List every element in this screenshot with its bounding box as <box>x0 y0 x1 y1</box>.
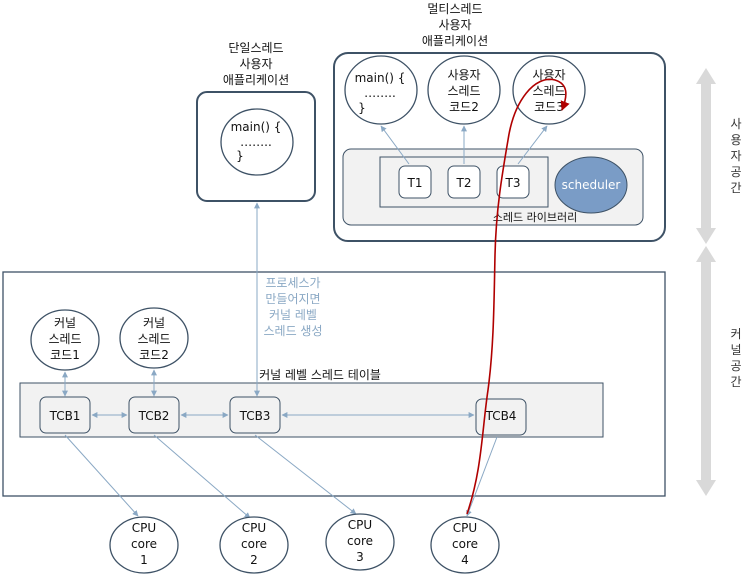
single-thread-app-title: 단일스레드 사용자 애플리케이션 <box>223 41 289 87</box>
svg-text:멀티스레드: 멀티스레드 <box>427 2 482 16</box>
cpu-core3 <box>325 513 395 571</box>
arrow-t1-main <box>380 125 410 165</box>
kernel-space-label: 커 널 공 간 <box>730 327 741 389</box>
cpu-core3-line: CPU <box>348 518 372 532</box>
arrow-tcb3-cpu3 <box>254 434 357 515</box>
tcb4-box <box>475 398 527 436</box>
cpu-core2-line: core <box>241 537 267 551</box>
kernel-space-char: 커 <box>730 327 741 341</box>
svg-text:스레드 생성: 스레드 생성 <box>263 324 322 338</box>
svg-text:커널 레벨: 커널 레벨 <box>269 308 317 322</box>
tcb3-box <box>229 396 281 434</box>
tcb3-label: TCB3 <box>239 409 271 423</box>
cpu-core3-line: core <box>347 534 373 548</box>
multi-thread-app-title: 멀티스레드 사용자 애플리케이션 <box>422 2 488 48</box>
thread-t3-box <box>496 165 530 199</box>
cpu-core4-line: CPU <box>453 521 477 535</box>
svg-text:애플리케이션: 애플리케이션 <box>422 34 488 48</box>
user-space-label: 사 용 자 공 간 <box>730 117 741 195</box>
red-execution-path <box>466 78 570 515</box>
user-thread-code3-line: 사용자 <box>532 68 565 82</box>
kernel-space-arrow <box>696 246 716 496</box>
kernel-thread-table-label: 커널 레벨 스레드 테이블 <box>259 368 381 382</box>
user-space-char: 사 <box>730 117 741 131</box>
kernel-thread-code1-bubble <box>30 309 100 371</box>
cpu-core1 <box>109 516 179 574</box>
user-thread-code2-line: 스레드 <box>447 84 480 98</box>
kernel-space-char: 널 <box>730 343 741 357</box>
arrow-t3-code3 <box>517 125 548 165</box>
kernel-thread-code2-bubble <box>119 307 189 369</box>
cpu-core1-line: core <box>131 537 157 551</box>
tcb2-label: TCB2 <box>138 409 170 423</box>
cpu-core1-line: 1 <box>140 553 148 567</box>
kernel-space-char: 공 <box>730 359 741 373</box>
user-thread-code2-line: 코드2 <box>449 100 479 114</box>
arrow-tcb2-cpu2 <box>153 434 251 519</box>
user-thread-code3-line: 코드3 <box>534 100 564 114</box>
user-thread-code2-line: 사용자 <box>447 68 480 82</box>
single-main-code-line: …….. <box>240 135 272 149</box>
cpu-core2-line: CPU <box>242 521 266 535</box>
svg-text:프로세스가: 프로세스가 <box>265 276 320 290</box>
thread-t1-box <box>398 165 432 199</box>
thread-t2-label: T2 <box>456 176 472 190</box>
cpu-core4-line: core <box>452 537 478 551</box>
single-main-code-line: } <box>236 149 244 163</box>
scheduler-ellipse <box>554 156 628 214</box>
svg-text:애플리케이션: 애플리케이션 <box>223 73 289 87</box>
user-thread-code3-line: 스레드 <box>532 84 565 98</box>
user-thread-code2-bubble <box>427 55 501 125</box>
kernel-thread-code2-line: 스레드 <box>137 332 170 346</box>
cpu-core2 <box>219 516 289 574</box>
svg-text:사용자: 사용자 <box>239 57 272 71</box>
multi-main-code-bubble <box>344 55 418 125</box>
tcb1-box <box>39 396 91 434</box>
cpu-core4 <box>430 516 500 574</box>
kernel-thread-code1-line: 스레드 <box>48 332 81 346</box>
svg-text:사용자: 사용자 <box>438 18 471 32</box>
arrow-tcb4-cpu4 <box>466 436 498 517</box>
user-space-char: 공 <box>730 165 741 179</box>
scheduler-label: scheduler <box>562 178 621 192</box>
kernel-thread-code2-line: 커널 <box>143 316 165 330</box>
cpu-core2-line: 2 <box>250 553 258 567</box>
process-creation-note: 프로세스가 만들어지면 커널 레벨 스레드 생성 <box>263 276 322 338</box>
cpu-core3-line: 3 <box>356 550 364 564</box>
cpu-core4-line: 4 <box>461 553 469 567</box>
user-space-arrow <box>696 68 716 244</box>
arrow-tcb1-cpu1 <box>64 434 139 517</box>
user-space-char: 간 <box>730 181 741 195</box>
thread-t1-label: T1 <box>407 176 423 190</box>
multi-main-code-line: main() { <box>355 71 406 85</box>
kernel-thread-code1-line: 코드1 <box>50 348 80 362</box>
thread-t3-label: T3 <box>505 176 521 190</box>
kernel-space-char: 간 <box>730 375 741 389</box>
cpu-core1-line: CPU <box>132 521 156 535</box>
tcb4-label: TCB4 <box>485 409 517 423</box>
single-main-code-bubble <box>220 108 294 176</box>
user-space-char: 자 <box>730 149 741 163</box>
kernel-thread-code2-line: 코드2 <box>139 348 169 362</box>
thread-t2-box <box>447 165 481 199</box>
kernel-thread-code1-line: 커널 <box>54 316 76 330</box>
tcb2-box <box>128 396 180 434</box>
tcb1-label: TCB1 <box>49 409 81 423</box>
svg-text:단일스레드: 단일스레드 <box>228 41 283 55</box>
single-main-code-line: main() { <box>231 120 282 134</box>
thread-library-label: 스레드 라이브러리 <box>493 211 577 224</box>
multi-main-code-line: } <box>358 101 366 115</box>
svg-text:만들어지면: 만들어지면 <box>265 292 320 306</box>
multi-main-code-line: …….. <box>364 86 396 100</box>
user-space-char: 용 <box>730 133 741 147</box>
